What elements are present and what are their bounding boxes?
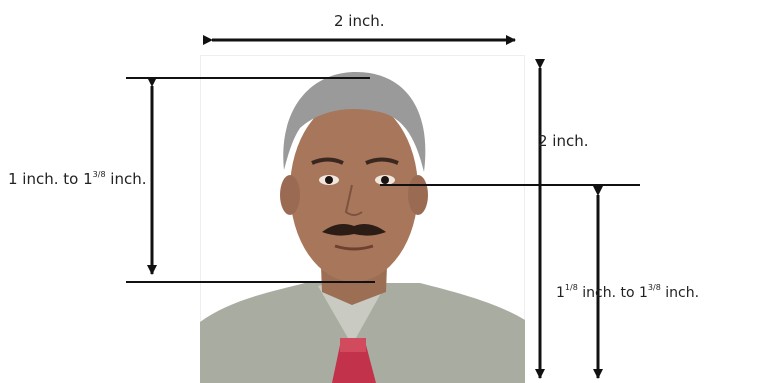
photo-height-label: 2 inch. <box>538 132 589 150</box>
nose-shape <box>344 184 363 216</box>
shirt-shape <box>200 283 525 383</box>
eye-height-fraction2: 3/8 <box>647 283 661 292</box>
left-pupil <box>325 176 333 184</box>
left-ear <box>280 175 300 215</box>
person-photo <box>200 72 525 383</box>
eye-height-prefix: 1 <box>556 285 565 301</box>
mouth-shape <box>334 244 374 251</box>
left-eyebrow <box>311 157 344 165</box>
right-pupil <box>381 176 389 184</box>
hair-shape <box>283 72 426 172</box>
right-eyebrow <box>365 157 399 165</box>
tie-shape <box>332 345 376 383</box>
eye-height-fraction: 1/8 <box>564 283 578 292</box>
eye-height-label: 11/8 inch. to 13/8 inch. <box>556 283 699 301</box>
head-height-label: 1 inch. to 13/8 inch. <box>8 170 147 188</box>
head-height-suffix: inch. <box>105 170 147 188</box>
eye-height-middle: inch. to 1 <box>577 285 648 301</box>
right-ear <box>408 175 428 215</box>
head-height-fraction: 3/8 <box>92 170 106 179</box>
head-height-prefix: 1 inch. to 1 <box>8 170 93 188</box>
face-shape <box>290 98 418 282</box>
eye-height-suffix: inch. <box>660 285 700 301</box>
tie-knot <box>340 338 366 352</box>
photo-width-label: 2 inch. <box>334 12 385 30</box>
mustache-shape <box>322 224 386 236</box>
